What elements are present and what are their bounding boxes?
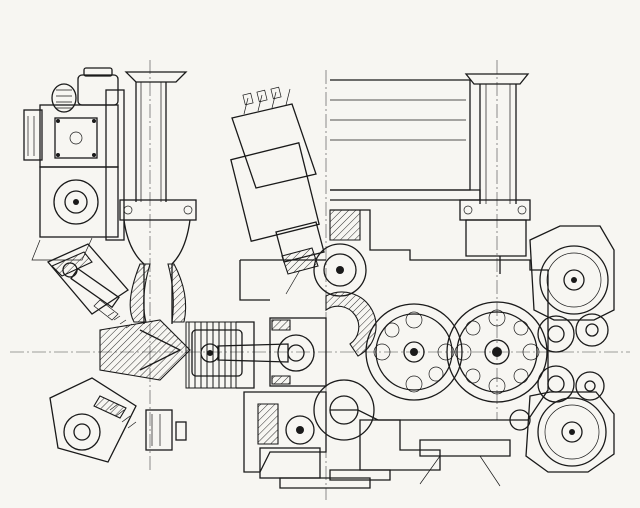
left-intake-stack xyxy=(119,71,197,324)
oil-pump-housing xyxy=(329,409,531,487)
fuel-pump-assembly xyxy=(23,67,125,261)
right-upper-housing xyxy=(330,73,531,274)
left-cylinder-body xyxy=(99,319,255,389)
camshaft-gears xyxy=(525,225,615,473)
lower-center-gears xyxy=(239,259,371,489)
piston-and-rod xyxy=(191,317,327,387)
distributor xyxy=(230,86,325,295)
upper-cylinder-head xyxy=(46,243,133,329)
centerlines xyxy=(10,60,630,500)
lower-cylinder-head xyxy=(49,377,187,463)
gear-train xyxy=(313,209,575,441)
